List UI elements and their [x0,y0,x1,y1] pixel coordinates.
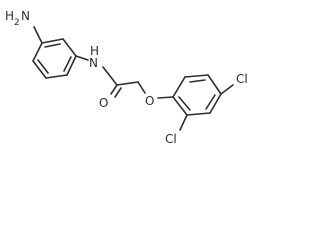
bond-ring-to-chloro-para [220,84,234,95]
bond [32,60,47,79]
chloro-para-label: Cl [236,72,248,86]
bond [45,74,68,79]
bond [207,74,222,95]
bond [172,96,188,116]
bond [209,93,222,114]
carbonyl-oxygen-label: O [99,96,108,110]
bond-carbonyl-c-o-double [114,87,122,98]
double-bond-inner [189,79,206,83]
amine-label-h: H [5,9,14,23]
bond-carbonyl-c-o [110,84,118,95]
bond-ring-to-amide-n [75,55,89,61]
bond [62,38,77,57]
dichlorophenyl-ring [172,74,222,116]
bond-carbonyl-to-ch2 [116,81,139,86]
bond-ether-o-to-ring [157,96,174,99]
bond-ch2-to-ether-o [137,81,146,94]
bond-ring-to-amine [33,26,43,44]
bond [41,38,64,44]
bond [66,55,77,76]
amine-label-n: N [21,9,30,23]
bond [184,74,209,78]
double-bond-inner [178,96,191,111]
amide-h-label: H [90,44,99,58]
bond [186,112,211,116]
amine-label-subscript: 2 [14,18,20,28]
amide-n-label: N [89,56,98,70]
bond-ring-to-chloro-ortho [179,114,188,131]
double-bond-inner [37,59,49,74]
chemical-structure-drawing: H 2 N N H O O Cl Cl [5,9,248,146]
bond-amide-n-to-carbonyl [102,66,118,86]
aminophenyl-ring [32,38,77,79]
bond [32,42,43,62]
double-bond-inner [205,94,216,110]
ether-oxygen-label: O [145,94,154,108]
chloro-ortho-label: Cl [165,132,177,146]
bond [172,76,186,98]
double-bond-inner [44,43,61,48]
double-bond-inner [63,56,72,72]
